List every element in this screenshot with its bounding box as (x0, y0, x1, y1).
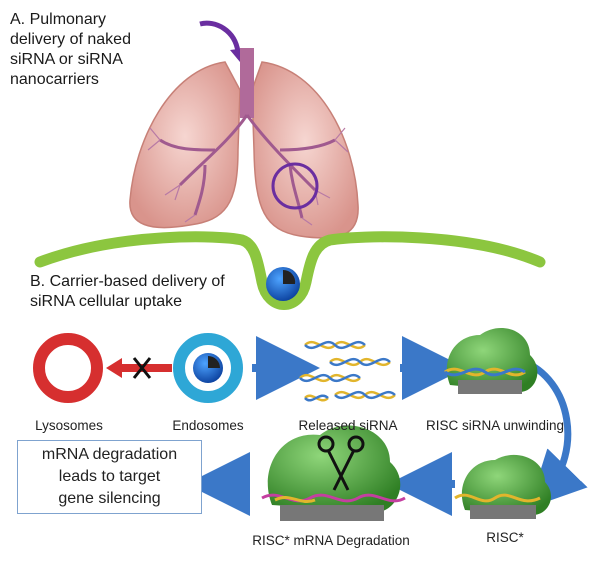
risc-complex-unwinding (444, 327, 538, 394)
risc-mrna-degradation (261, 425, 406, 521)
endosome (173, 333, 243, 403)
section-a-text: A. Pulmonary delivery of naked siRNA or … (10, 11, 131, 88)
label-risc-star: RISC* (486, 530, 524, 545)
cell-membrane (34, 231, 546, 310)
flow-arrows (186, 336, 588, 516)
section-b-text: B. Carrier-based delivery of siRNA cellu… (30, 273, 225, 310)
label-endosomes: Endosomes (172, 418, 244, 433)
label-risc-unwinding: RISC siRNA unwinding (425, 418, 565, 433)
blocked-arrow (106, 357, 172, 379)
left-lung (129, 61, 241, 229)
lungs-illustration (129, 48, 359, 239)
released-sirna-strands (299, 340, 396, 402)
scissors-icon (317, 435, 365, 491)
risc-star-complex (454, 454, 552, 519)
alveoli-focus-circle (271, 162, 319, 210)
result-box: mRNA degradation leads to target gene si… (17, 440, 202, 514)
trachea (240, 48, 254, 118)
label-risc-degradation: RISC* mRNA Degradation (252, 533, 410, 548)
label-released-sirna: Released siRNA (298, 418, 398, 433)
lysosome-ring (33, 333, 103, 403)
label-lysosomes: Lysosomes (35, 418, 103, 433)
